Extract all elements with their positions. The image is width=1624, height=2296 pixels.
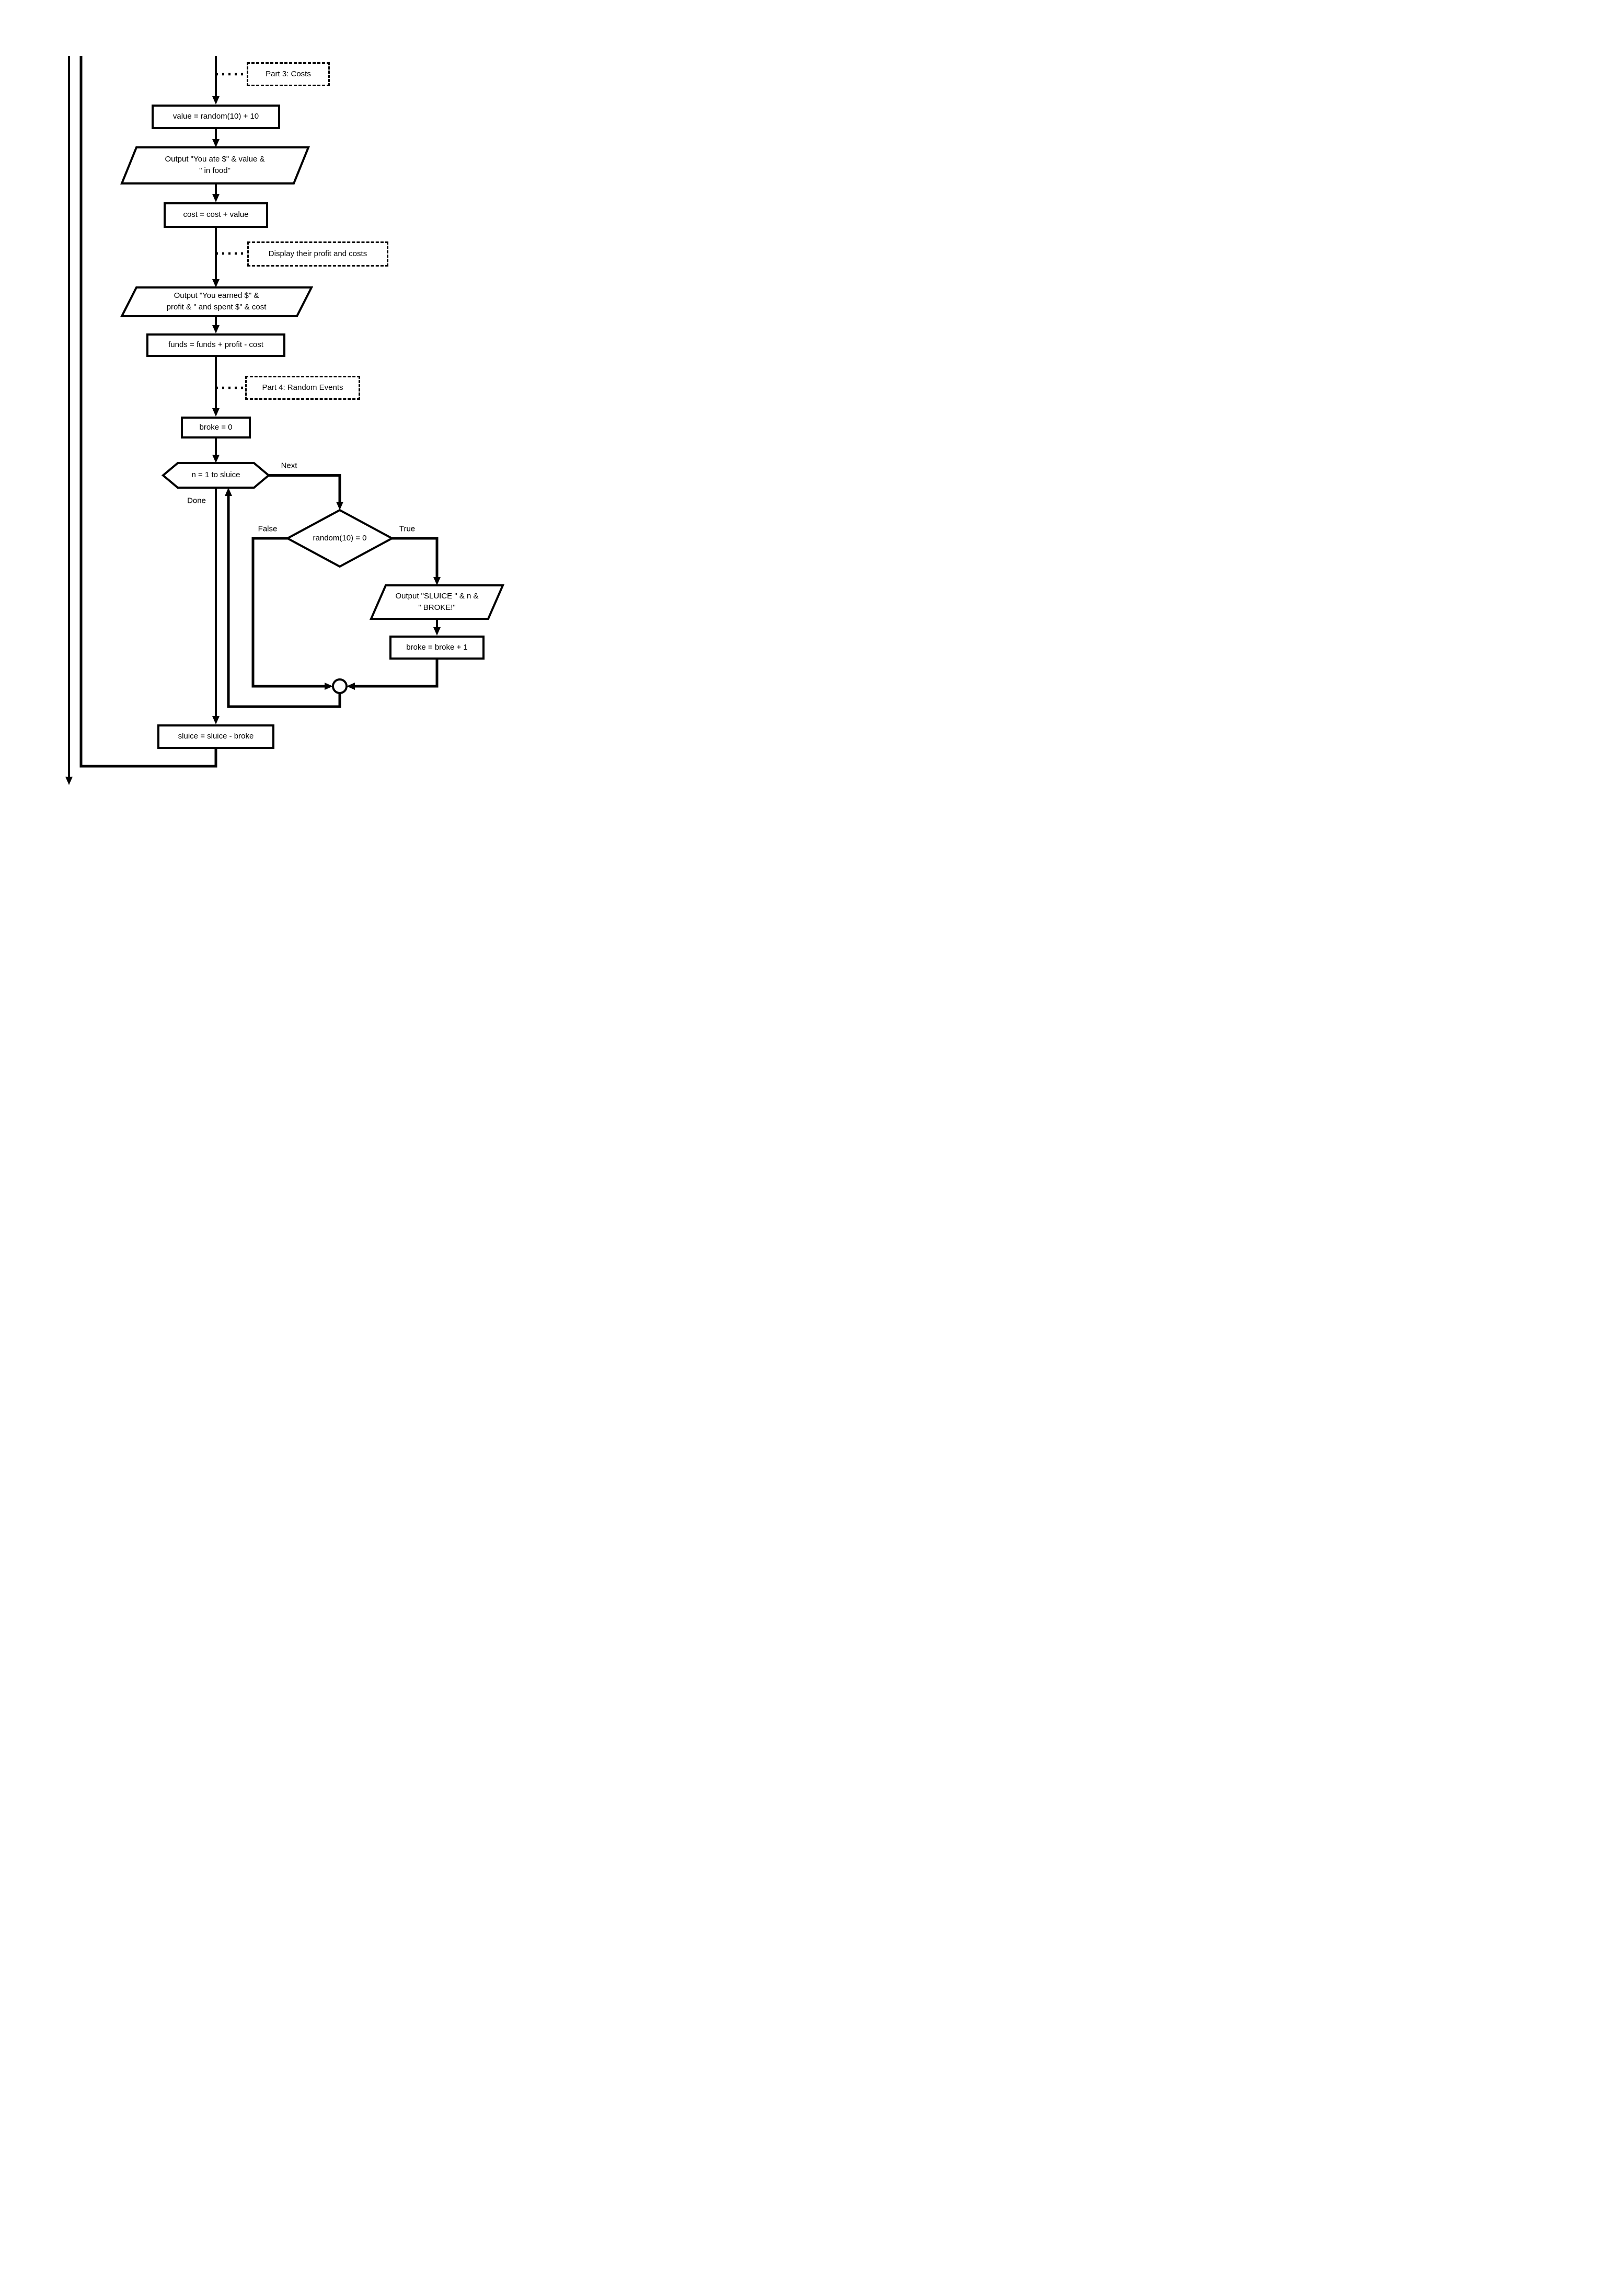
comment-display-label: Display their profit and costs — [268, 249, 367, 258]
comment-part4-box: Part 4: Random Events — [245, 376, 360, 400]
arrowhead-into-value — [212, 96, 220, 105]
process-funds-box: funds = funds + profit - cost — [146, 333, 285, 357]
arrowhead-false-into-circle — [325, 683, 333, 690]
decision-diamond-shape — [285, 509, 395, 568]
output-sluice-shape — [369, 584, 505, 620]
output-food-shape — [120, 146, 310, 184]
output-earned-line1: Output "You earned $" & — [174, 291, 259, 300]
process-broke-inc-box: broke = broke + 1 — [389, 636, 485, 660]
arrowhead-into-earned — [212, 279, 220, 287]
output-food-label: Output "You ate $" & value & " in food" — [165, 154, 264, 177]
process-broke-inc-label: broke = broke + 1 — [406, 642, 468, 652]
output-sluice-line1: Output "SLUICE " & n & — [395, 592, 479, 601]
output-food-line2: " in food" — [199, 166, 231, 175]
arrowhead-into-loop — [212, 455, 220, 463]
process-sluice-update-label: sluice = sluice - broke — [178, 732, 254, 741]
arrowhead-into-food — [212, 139, 220, 147]
flowchart-wires — [65, 56, 505, 785]
process-value-box: value = random(10) + 10 — [152, 105, 280, 129]
loop-hexagon-label: n = 1 to sluice — [191, 470, 240, 479]
process-broke-zero-label: broke = 0 — [199, 422, 233, 432]
flow-false-branch — [251, 537, 325, 688]
arrowhead-into-sluiceoutput — [433, 577, 441, 585]
arrowhead-into-brokeinc — [433, 627, 441, 636]
process-value-label: value = random(10) + 10 — [172, 112, 259, 121]
outer-return-line — [79, 56, 217, 768]
arrowhead-loop-return-up — [225, 488, 232, 496]
output-food-line1: Output "You ate $" & value & — [165, 155, 265, 164]
output-earned-label: Output "You earned $" & profit & " and s… — [167, 290, 267, 313]
arrowhead-into-cost — [212, 194, 220, 202]
flow-loop-return — [227, 496, 341, 708]
output-earned-shape — [120, 286, 314, 317]
output-sluice-line2: " BROKE!" — [418, 603, 456, 612]
comment-part3-box: Part 3: Costs — [247, 62, 330, 86]
arrowhead-into-broke — [212, 408, 220, 417]
process-sluice-update-box: sluice = sluice - broke — [157, 724, 274, 749]
junction-circle — [332, 678, 348, 694]
edge-label-true: True — [399, 524, 416, 534]
flowchart-canvas: Part 3: Costs Display their profit and c… — [0, 0, 580, 820]
comment-display-box: Display their profit and costs — [247, 241, 388, 267]
comment-part4-label: Part 4: Random Events — [262, 383, 343, 392]
output-sluice-label: Output "SLUICE " & n & " BROKE!" — [395, 591, 478, 614]
decision-diamond-label: random(10) = 0 — [313, 534, 367, 543]
arrowhead-true-into-circle — [347, 683, 355, 690]
arrowhead-into-funds — [212, 325, 220, 333]
process-cost-label: cost = cost + value — [183, 210, 249, 220]
arrowhead-outer-exit — [65, 777, 73, 785]
output-earned-line2: profit & " and spent $" & cost — [166, 303, 267, 311]
process-cost-box: cost = cost + value — [164, 202, 268, 228]
flow-brokeinc-to-circle — [355, 660, 439, 688]
flow-true-branch — [392, 537, 439, 577]
process-broke-zero-box: broke = 0 — [181, 417, 251, 439]
arrowhead-into-diamond — [336, 502, 343, 510]
edge-label-done: Done — [187, 496, 206, 505]
edge-label-false: False — [258, 524, 278, 534]
loop-hexagon-shape — [161, 462, 271, 489]
edge-label-next: Next — [281, 461, 297, 470]
comment-part3-label: Part 3: Costs — [266, 69, 311, 78]
arrowhead-into-sluicebox — [212, 716, 220, 724]
process-funds-label: funds = funds + profit - cost — [168, 340, 263, 350]
flow-next-branch — [269, 474, 341, 502]
